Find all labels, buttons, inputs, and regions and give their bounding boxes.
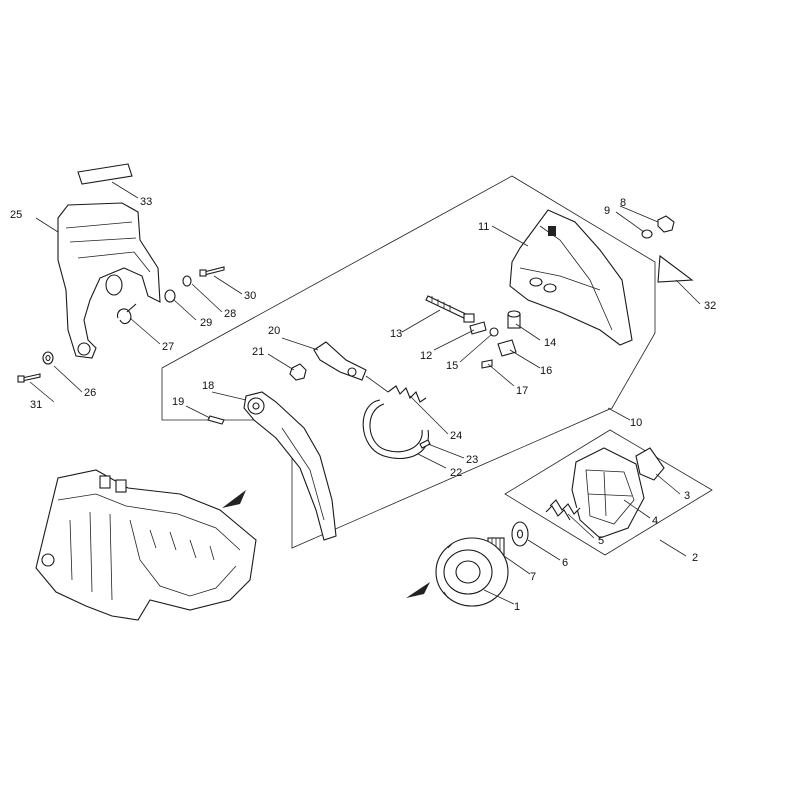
part-4-clutch bbox=[571, 447, 645, 539]
callout-26: 26 bbox=[84, 387, 96, 399]
callout-31: 31 bbox=[30, 399, 42, 411]
part-5-clutch-spring bbox=[545, 499, 581, 521]
callout-19: 19 bbox=[172, 396, 184, 408]
part-21-nut bbox=[289, 363, 307, 381]
callout-28: 28 bbox=[224, 308, 236, 320]
part-33-label-strip bbox=[77, 163, 133, 185]
part-3-clutch-shoe bbox=[635, 447, 665, 481]
callout-29: 29 bbox=[200, 317, 212, 329]
part-28-washer bbox=[182, 275, 192, 287]
part-16-plate bbox=[497, 339, 517, 357]
part-30-bolt bbox=[199, 266, 225, 277]
part-32-plate bbox=[657, 254, 694, 283]
callout-30: 30 bbox=[244, 290, 256, 302]
callout-15: 15 bbox=[446, 360, 458, 372]
callout-10: 10 bbox=[630, 417, 642, 429]
callout-16: 16 bbox=[540, 365, 552, 377]
part-11-clutch-cover bbox=[509, 209, 633, 346]
group-10-outline bbox=[161, 175, 656, 549]
callout-32: 32 bbox=[704, 300, 716, 312]
part-9-washer bbox=[641, 229, 653, 239]
callout-9: 9 bbox=[604, 205, 610, 217]
callout-4: 4 bbox=[652, 515, 658, 527]
callout-3: 3 bbox=[684, 490, 690, 502]
part-23-pin bbox=[419, 439, 431, 449]
callout-2: 2 bbox=[692, 552, 698, 564]
arrow-sprocket bbox=[406, 582, 430, 598]
part-27-spring bbox=[116, 303, 137, 324]
part-31-bolt bbox=[17, 373, 41, 383]
callout-33: 33 bbox=[140, 196, 152, 208]
callout-7: 7 bbox=[530, 571, 536, 583]
leader-lines bbox=[29, 181, 701, 605]
crankcase-housing bbox=[35, 469, 257, 621]
callout-18: 18 bbox=[202, 380, 214, 392]
callout-23: 23 bbox=[466, 454, 478, 466]
callout-21: 21 bbox=[252, 346, 264, 358]
part-12-pin bbox=[469, 321, 487, 335]
part-1-sprocket bbox=[435, 537, 509, 607]
part-29-bushing bbox=[164, 289, 176, 303]
callout-6: 6 bbox=[562, 557, 568, 569]
callout-8: 8 bbox=[620, 197, 626, 209]
part-22-brake-band bbox=[362, 399, 429, 460]
callout-11: 11 bbox=[478, 221, 489, 233]
callout-5: 5 bbox=[598, 535, 604, 547]
callout-25: 25 bbox=[10, 209, 22, 221]
part-19-screw bbox=[207, 415, 225, 425]
group-2-outline bbox=[504, 429, 713, 556]
part-26-washer bbox=[42, 351, 54, 365]
callout-17: 17 bbox=[516, 385, 528, 397]
part-13-adjuster-screw bbox=[425, 295, 475, 323]
arrow-crankcase bbox=[222, 490, 246, 508]
callout-labels: 33 25 30 28 29 27 26 31 8 9 11 32 13 12 … bbox=[10, 196, 716, 613]
callout-12: 12 bbox=[420, 350, 432, 362]
callout-22: 22 bbox=[450, 467, 462, 479]
part-25-brake-handle bbox=[57, 202, 161, 359]
callout-24: 24 bbox=[450, 430, 462, 442]
callout-1: 1 bbox=[514, 601, 520, 613]
callout-14: 14 bbox=[544, 337, 556, 349]
part-17-screw bbox=[481, 359, 493, 369]
callout-20: 20 bbox=[268, 325, 280, 337]
part-6-washer bbox=[511, 521, 529, 547]
part-8-nut bbox=[657, 215, 675, 233]
part-20-lever bbox=[313, 341, 367, 381]
part-24-spring bbox=[365, 375, 427, 403]
part-18-brake-lever bbox=[243, 391, 337, 541]
callout-13: 13 bbox=[390, 328, 402, 340]
callout-27: 27 bbox=[162, 341, 174, 353]
